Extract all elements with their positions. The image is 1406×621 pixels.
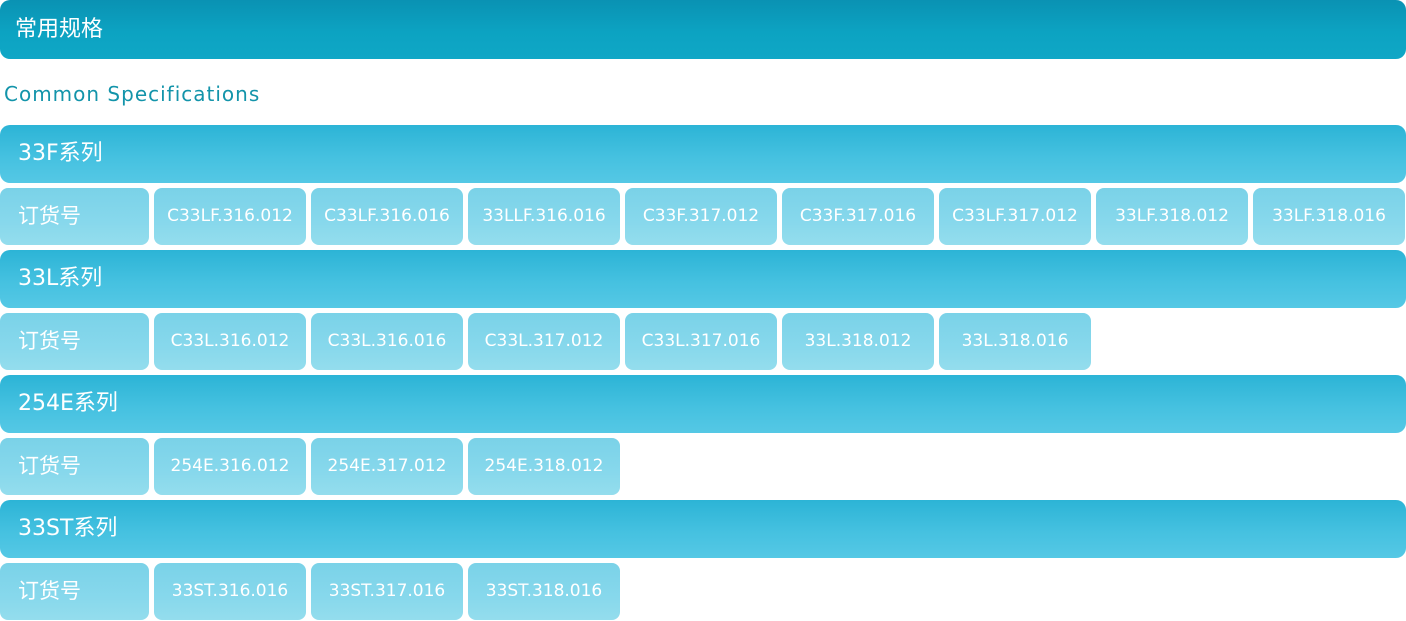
spec-item[interactable]: C33F.317.016 bbox=[782, 188, 934, 245]
page-title: 常用规格 bbox=[15, 17, 104, 42]
spec-item[interactable]: 254E.317.012 bbox=[311, 438, 463, 495]
spec-item[interactable]: 33LLF.316.016 bbox=[468, 188, 620, 245]
spec-item[interactable]: C33F.317.012 bbox=[625, 188, 777, 245]
page-title-bar: 常用规格 bbox=[0, 0, 1406, 59]
order-number-label: 订货号 bbox=[0, 313, 149, 370]
spec-item[interactable]: 254E.318.012 bbox=[468, 438, 620, 495]
spec-item[interactable]: 33L.318.012 bbox=[782, 313, 934, 370]
spec-item[interactable]: C33L.317.016 bbox=[625, 313, 777, 370]
spec-item[interactable]: 33ST.318.016 bbox=[468, 563, 620, 620]
series-title: 33F系列 bbox=[18, 141, 103, 166]
order-number-label: 订货号 bbox=[0, 188, 149, 245]
series-header-254e: 254E系列 bbox=[0, 375, 1406, 433]
series-title: 33L系列 bbox=[18, 266, 103, 291]
spec-item[interactable]: 254E.316.012 bbox=[154, 438, 306, 495]
spec-item[interactable]: 33LF.318.012 bbox=[1096, 188, 1248, 245]
spec-item[interactable]: C33L.317.012 bbox=[468, 313, 620, 370]
spec-item[interactable]: C33L.316.016 bbox=[311, 313, 463, 370]
spec-item[interactable]: 33L.318.016 bbox=[939, 313, 1091, 370]
spec-item[interactable]: 33ST.316.016 bbox=[154, 563, 306, 620]
spec-item[interactable]: C33LF.316.016 bbox=[311, 188, 463, 245]
spec-item[interactable]: 33LF.318.016 bbox=[1253, 188, 1405, 245]
order-number-label: 订货号 bbox=[0, 563, 149, 620]
order-number-label: 订货号 bbox=[0, 438, 149, 495]
page-subtitle: Common Specifications bbox=[4, 82, 261, 106]
series-header-33l: 33L系列 bbox=[0, 250, 1406, 308]
spec-item[interactable]: C33LF.316.012 bbox=[154, 188, 306, 245]
series-title: 254E系列 bbox=[18, 391, 118, 416]
series-title: 33ST系列 bbox=[18, 516, 118, 541]
series-header-33st: 33ST系列 bbox=[0, 500, 1406, 558]
spec-item[interactable]: C33LF.317.012 bbox=[939, 188, 1091, 245]
series-header-33f: 33F系列 bbox=[0, 125, 1406, 183]
spec-item[interactable]: C33L.316.012 bbox=[154, 313, 306, 370]
spec-item[interactable]: 33ST.317.016 bbox=[311, 563, 463, 620]
